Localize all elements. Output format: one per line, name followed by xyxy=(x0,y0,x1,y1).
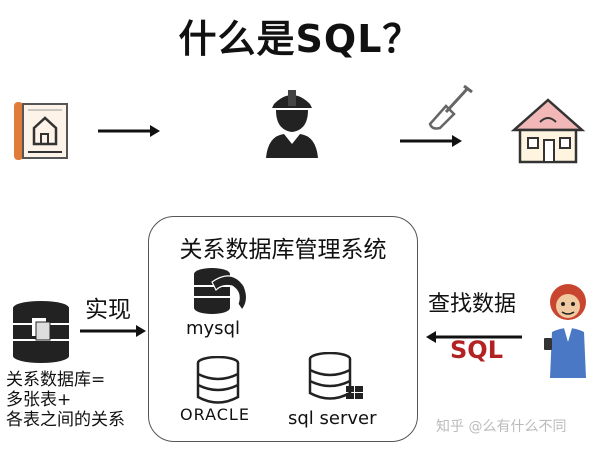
query-label: 查找数据 xyxy=(428,292,517,317)
dbms-product-sql-server: sql server xyxy=(288,408,377,429)
database-stack-icon xyxy=(13,301,69,363)
blueprint-icon xyxy=(14,102,68,160)
relational-db-line: 各表之间的关系 xyxy=(6,410,125,430)
arrow-4-icon xyxy=(426,331,522,343)
page-title: 什么是SQL？ xyxy=(178,17,422,61)
relational-db-line: 多张表+ xyxy=(6,390,72,410)
dbms-title: 关系数据库管理系统 xyxy=(179,237,387,263)
relational-db-definition: 关系数据库= 多张表+ 各表之间的关系 xyxy=(6,370,125,430)
arrow-1-icon xyxy=(98,125,160,137)
dbms-product-oracle: ORACLE xyxy=(180,405,250,424)
watermark: 知乎 @么有什么不同 xyxy=(436,419,567,435)
worker-icon xyxy=(266,90,318,158)
house-icon xyxy=(510,98,586,164)
implement-label: 实现 xyxy=(85,297,131,323)
dbms-container xyxy=(148,216,418,442)
sql-label: SQL xyxy=(450,336,503,364)
shovel-icon xyxy=(428,84,473,130)
mysql-dolphin-icon xyxy=(194,268,248,314)
oracle-database-icon xyxy=(196,356,240,404)
person-icon xyxy=(544,284,586,378)
arrow-2-icon xyxy=(400,135,462,147)
sql-server-database-icon xyxy=(308,352,363,400)
relational-db-line: 关系数据库= xyxy=(6,370,106,390)
dbms-product-mysql: mysql xyxy=(186,318,240,339)
arrow-3-icon xyxy=(80,325,146,337)
